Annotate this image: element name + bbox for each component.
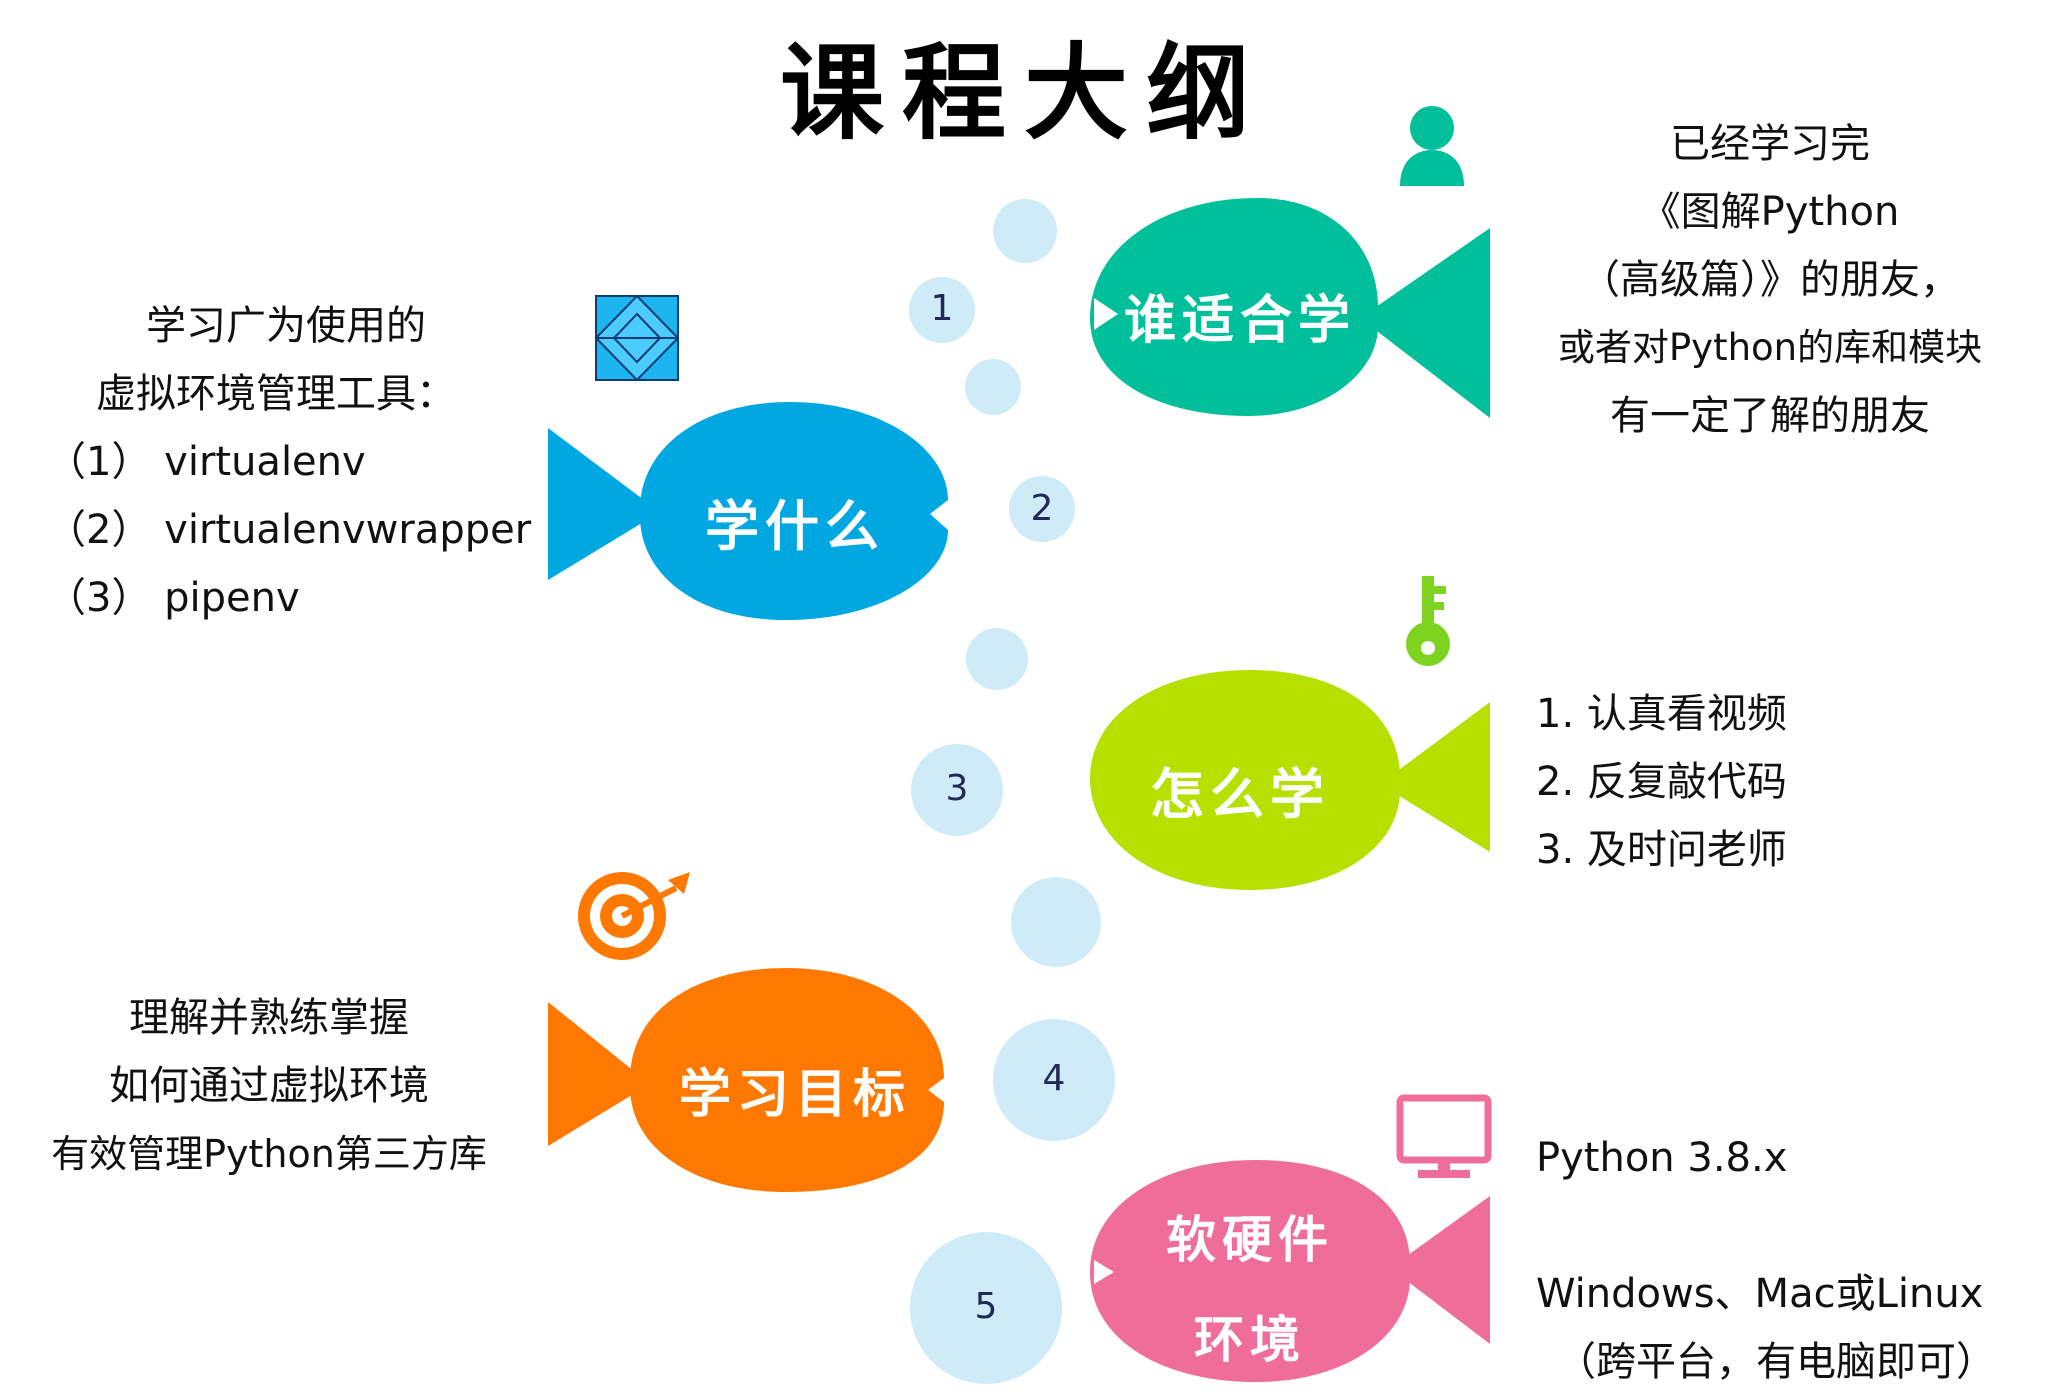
- note-who-line: 已经学习完: [1670, 121, 1870, 167]
- note-who-line: （高级篇）》的朋友，: [1580, 257, 1960, 303]
- bubble-number-3: 3: [945, 768, 969, 809]
- bubble-number-4: 4: [1042, 1058, 1066, 1099]
- fish-who: [1090, 198, 1490, 418]
- note-who-line: 《图解Python: [1640, 189, 1900, 235]
- diamond-square-icon: [594, 294, 680, 382]
- fish-env-label-line2: 环境: [1194, 1311, 1306, 1369]
- note-what-line: （1） virtualenv: [46, 439, 366, 485]
- note-how-line: 3. 及时问老师: [1536, 827, 1787, 873]
- fish-goal-label: 学习目标: [678, 1065, 911, 1125]
- note-env-spacer: [1536, 1192, 2046, 1260]
- bubble: [993, 199, 1057, 263]
- note-goal-line: 理解并熟练掌握: [129, 995, 409, 1041]
- monitor-icon: [1396, 1094, 1492, 1178]
- note-what: 学习广为使用的 虚拟环境管理工具： （1） virtualenv （2） vir…: [46, 292, 566, 632]
- bubble-1: [909, 277, 975, 343]
- note-what-line: 虚拟环境管理工具：: [96, 371, 456, 417]
- note-env: Python 3.8.x Windows、Mac或Linux （跨平台，有电脑即…: [1536, 1124, 2046, 1396]
- note-goal: 理解并熟练掌握 如何通过虚拟环境 有效管理Python第三方库: [4, 984, 534, 1188]
- note-what-line: 学习广为使用的: [146, 303, 426, 349]
- note-env-line: （跨平台，有电脑即可）: [1556, 1339, 1996, 1385]
- bubble-2: [1009, 476, 1075, 542]
- bubble: [965, 359, 1021, 415]
- bubble-4: [993, 1019, 1115, 1141]
- note-goal-line: 如何通过虚拟环境: [109, 1063, 429, 1109]
- note-who-line: 有一定了解的朋友: [1610, 393, 1930, 439]
- bubble-3: [911, 744, 1003, 836]
- fish-who-label: 谁适合学: [1123, 291, 1356, 351]
- bubble: [966, 628, 1028, 690]
- bubble-number-1: 1: [930, 288, 954, 329]
- page-title: 课程大纲: [779, 32, 1268, 154]
- note-how-line: 1. 认真看视频: [1536, 691, 1787, 737]
- note-env-line: Windows、Mac或Linux: [1536, 1271, 1984, 1317]
- fish-how-label: 怎么学: [1150, 763, 1330, 826]
- note-how-line: 2. 反复敲代码: [1536, 759, 1787, 805]
- fish-env-label-line1: 软硬件: [1166, 1211, 1334, 1269]
- note-who: 已经学习完 《图解Python （高级篇）》的朋友， 或者对Python的库和模…: [1500, 110, 2040, 450]
- fish-goal: [548, 968, 944, 1192]
- bubble: [1011, 877, 1101, 967]
- note-how: 1. 认真看视频 2. 反复敲代码 3. 及时问老师: [1536, 680, 1956, 884]
- note-env-line: Python 3.8.x: [1536, 1135, 1788, 1181]
- fish-how: [1090, 670, 1490, 890]
- fish-what: [548, 402, 948, 620]
- person-icon: [1400, 106, 1464, 186]
- fish-env: [1090, 1160, 1490, 1382]
- note-goal-line: 有效管理Python第三方库: [51, 1132, 487, 1176]
- fish-what-label: 学什么: [705, 495, 885, 558]
- note-who-line: 或者对Python的库和模块: [1557, 326, 1983, 369]
- target-icon: [578, 872, 690, 960]
- key-icon: [1406, 576, 1450, 666]
- bubble-number-5: 5: [974, 1286, 998, 1327]
- bubble-number-2: 2: [1030, 488, 1054, 529]
- note-what-line: （3） pipenv: [46, 575, 300, 621]
- note-what-line: （2） virtualenvwrapper: [46, 507, 532, 553]
- bubble-5: [910, 1232, 1062, 1384]
